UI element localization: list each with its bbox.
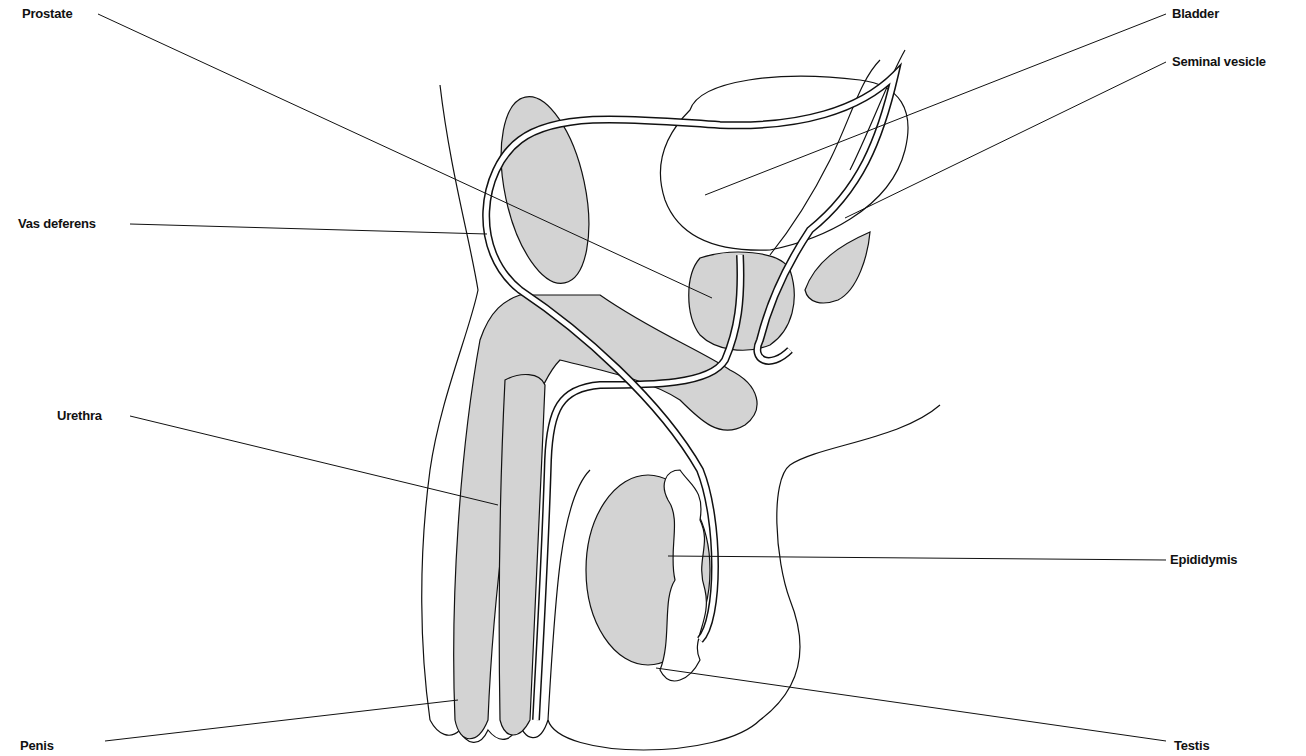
part-label: Bladder <box>1172 6 1219 21</box>
leader-lines <box>98 14 1166 741</box>
leader-line <box>130 416 498 505</box>
part-label: Vas deferens <box>18 216 96 231</box>
leader-line <box>845 62 1166 218</box>
vas-deferens-tube <box>486 75 895 640</box>
seminal-vesicle-shape <box>805 232 870 303</box>
body-outline <box>422 50 940 750</box>
part-label: Epididymis <box>1170 552 1237 567</box>
part-label: Seminal vesicle <box>1172 54 1266 69</box>
part-label: Prostate <box>22 6 72 21</box>
leader-line <box>98 14 712 298</box>
leader-line <box>130 224 487 234</box>
leader-line <box>105 700 458 741</box>
part-label: Testis <box>1174 738 1209 753</box>
part-label: Penis <box>20 738 54 753</box>
leader-line <box>668 556 1166 560</box>
bladder-outline <box>660 76 908 250</box>
leader-line <box>705 14 1166 195</box>
scrotum-outline <box>548 405 940 750</box>
part-label: Urethra <box>57 408 102 423</box>
leader-line <box>656 668 1166 741</box>
epididymis-shape <box>660 470 706 681</box>
